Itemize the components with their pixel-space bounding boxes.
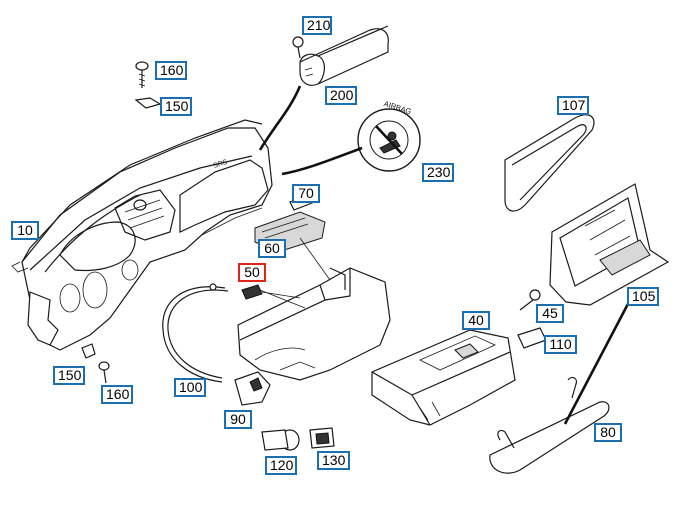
callout-230[interactable]: 230: [422, 163, 454, 182]
callout-40[interactable]: 40: [462, 311, 490, 330]
airbag-badge-illustration: AIRBAG: [357, 99, 421, 172]
callout-105[interactable]: 105: [627, 287, 659, 306]
leader-lines: [258, 85, 632, 425]
callout-210[interactable]: 210: [302, 16, 332, 35]
grab-handle-illustration: [489, 376, 610, 474]
callout-80[interactable]: 80: [594, 423, 622, 442]
airbag-module-illustration: [292, 25, 389, 86]
callout-160[interactable]: 160: [155, 61, 187, 80]
cable-illustration: [162, 283, 335, 451]
callout-50[interactable]: 50: [238, 263, 266, 282]
callout-70[interactable]: 70: [292, 184, 320, 203]
callout-150[interactable]: 150: [160, 97, 192, 116]
glove-box-illustration: [237, 195, 391, 381]
callout-90[interactable]: 90: [224, 410, 252, 429]
callout-110[interactable]: 110: [544, 335, 577, 354]
callout-130[interactable]: 130: [317, 451, 350, 470]
storage-tray-illustration: [549, 183, 670, 306]
callout-100[interactable]: 100: [174, 378, 206, 397]
callout-45[interactable]: 45: [536, 304, 564, 323]
callout-60[interactable]: 60: [258, 239, 286, 258]
callout-10[interactable]: 10: [11, 221, 39, 240]
callout-150-lower[interactable]: 150: [53, 366, 85, 385]
fasteners-illustration: [81, 61, 162, 384]
console-illustration: [371, 289, 547, 426]
dashboard-illustration: SRS: [11, 119, 273, 351]
srs-mark: SRS: [212, 159, 228, 170]
callout-200[interactable]: 200: [325, 86, 357, 105]
callout-120[interactable]: 120: [265, 456, 297, 475]
callout-160-lower[interactable]: 160: [101, 385, 133, 404]
side-panel-illustration: [504, 114, 595, 212]
callout-107[interactable]: 107: [557, 96, 589, 115]
